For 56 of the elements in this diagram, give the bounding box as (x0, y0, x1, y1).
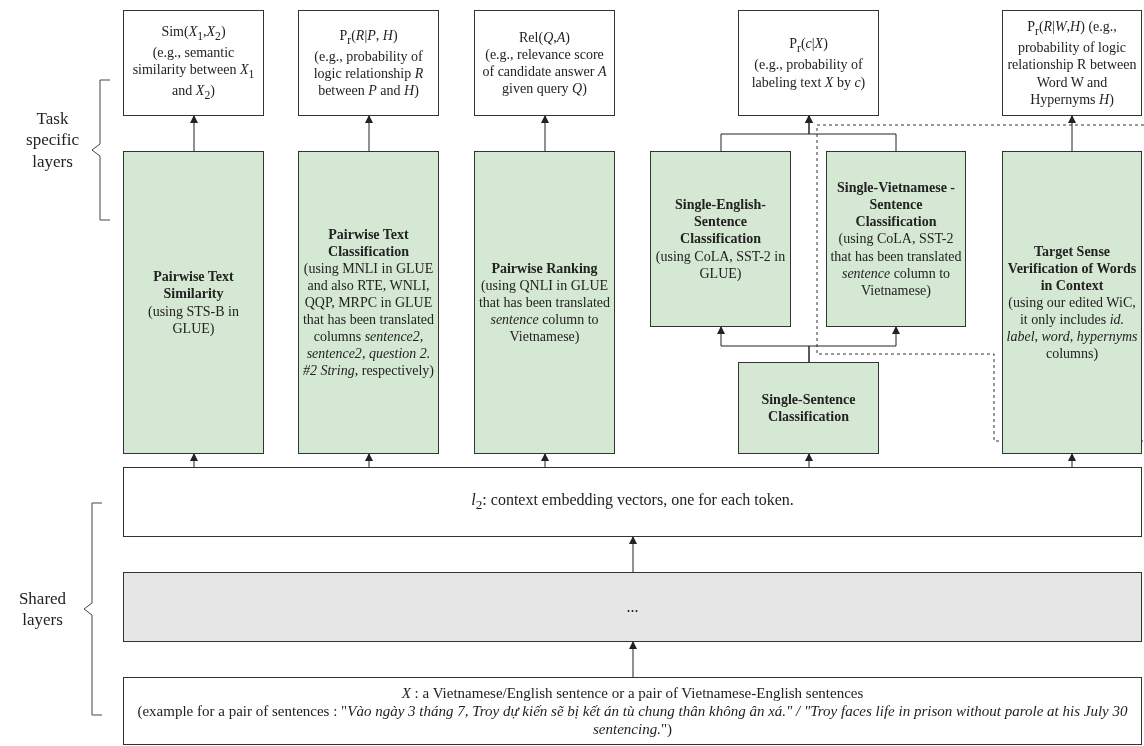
task-title: Pairwise Text Similarity (152, 268, 235, 303)
arrow (365, 453, 373, 468)
node-description: (e.g., relevance score of candidate answer A given query Q) (481, 45, 608, 98)
output-box (298, 10, 439, 116)
node-text: Sim(X$_{1}$,X$_{2}$) (161, 22, 226, 44)
arrow (1068, 115, 1076, 152)
arrow (1068, 453, 1076, 468)
node-text: P$_{r}$(R|P, H) (339, 26, 398, 48)
arrow (541, 115, 549, 152)
node-text: l$_{2}$: context embedding vectors, one for each token. (471, 490, 794, 514)
output-box (738, 10, 879, 116)
arrow (805, 453, 813, 468)
node-description: (using CoLA, SST-2 in GLUE) (654, 247, 787, 282)
task-box (826, 151, 966, 327)
task-title: Single-Sentence Classification (760, 390, 857, 426)
node-description: (e.g., probability of labeling text X by c) (750, 56, 867, 91)
layer-group-label: Task specific layers (25, 108, 80, 172)
task-title: Pairwise Ranking (491, 259, 598, 277)
arrow (365, 115, 373, 152)
node-description: (using STS-B in GLUE) (147, 302, 240, 337)
node-text: P$_{r}$(c|X) (789, 35, 828, 57)
task-title: Single-Vietnamese -Sentence Classification (835, 179, 957, 231)
layer-group-label: Shared layers (17, 588, 68, 631)
arrow (541, 453, 549, 468)
task-title: Single-English-Sentence Classification (674, 196, 767, 248)
node-description: (e.g., semantic similarity between X$_{1}$ and X$_{2}$) (131, 43, 256, 104)
output-box (1002, 10, 1142, 116)
output-box (123, 10, 264, 116)
task-title: Target Sense Verification of Words in Context (1006, 242, 1138, 294)
arrow (190, 115, 198, 152)
layer-box (123, 467, 1142, 537)
node-description: (e.g., probability of logic relationship R between P and H) (312, 47, 425, 100)
node-text: P$_{r}$(R|W,H) (e.g., probability of logic relationship R between Word W and Hypernyms H) (1006, 18, 1138, 108)
task-box (650, 151, 791, 327)
arrow (629, 641, 637, 678)
node-description: (example for a pair of sentences : "Vào ngày 3 tháng 7, Troy dự kiến sẽ bị kết án tù chung thân không ân xá." / "Troy faces life in prison without parole at his July 30 sentencing.") (136, 701, 1129, 739)
task-box (298, 151, 439, 454)
task-box (123, 151, 264, 454)
node-description: (using MNLI in GLUE and also RTE, WNLI, QQP, MRPC in GLUE that has been translated columns sentence2, sentence2, question 2. #2 String, respectively) (302, 259, 435, 380)
arrow (190, 453, 198, 468)
node-description: (using CoLA, SST-2 that has been translated sentence column to Vietnamese) (830, 230, 962, 299)
node-text: Rel(Q,A) (519, 28, 570, 46)
task-box (474, 151, 615, 454)
output-box (474, 10, 615, 116)
task-box (1002, 151, 1142, 454)
arrow (805, 115, 897, 152)
layer-box (123, 572, 1142, 642)
node-text: ... (626, 597, 639, 617)
arrow (629, 536, 637, 573)
node-text: X : a Vietnamese/English sentence or a pair of Vietnamese-English sentences (401, 683, 864, 702)
task-box (738, 362, 879, 454)
node-description: (using QNLI in GLUE that has been translated sentence column to Vietnamese) (478, 276, 611, 346)
arrow (808, 326, 900, 363)
input-box (123, 677, 1142, 745)
task-title: Pairwise Text Classification (327, 225, 410, 260)
node-description: (using our edited WiC, it only includes id. label, word, hypernyms columns) (1006, 293, 1138, 363)
